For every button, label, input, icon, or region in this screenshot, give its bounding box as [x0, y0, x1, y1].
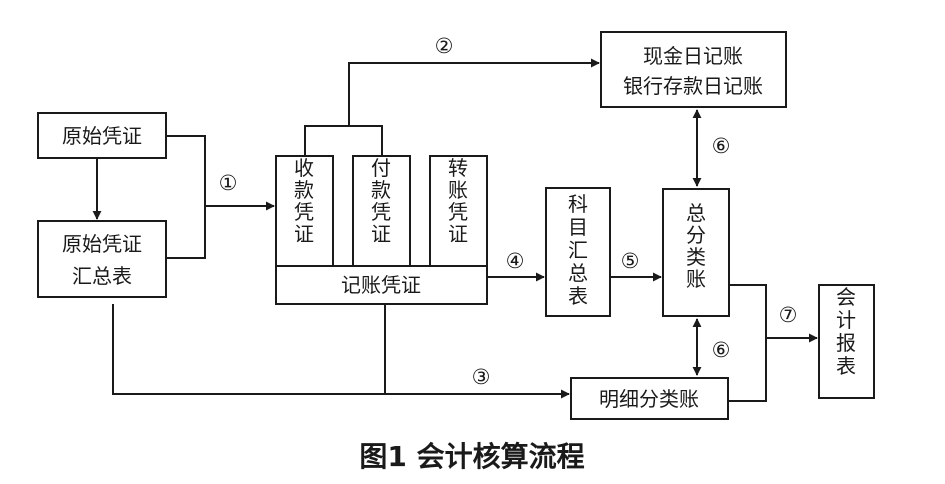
step-4-marker: ④ [506, 249, 525, 273]
original-voucher-label: 原始凭证 [62, 124, 142, 148]
original-voucher-box [37, 112, 167, 159]
figure-caption: 图1 会计核算流程 [359, 440, 584, 473]
subsidiary-ledger-label: 明细分类账 [599, 387, 699, 411]
accounting-report-box [818, 284, 875, 399]
arrow-step3 [112, 304, 570, 399]
cash-journal-label: 现金日记账 [643, 44, 743, 68]
arrow-step2 [348, 58, 600, 126]
journal-box [600, 31, 787, 108]
bracket-receipt-payment [304, 125, 383, 156]
account-summary-label: 科目汇总表 [568, 192, 588, 308]
accounting-report-label: 会计报表 [836, 285, 856, 378]
bank-journal-label: 银行存款日记账 [623, 74, 763, 98]
payment-voucher-label: 付款凭证 [371, 156, 391, 246]
transfer-voucher-label: 转账凭证 [448, 156, 468, 246]
bracket-original-docs [166, 135, 206, 259]
step-5-marker: ⑤ [621, 249, 640, 273]
step-6-marker-lower: ⑥ [712, 338, 731, 362]
receipt-voucher-label: 收款凭证 [294, 156, 314, 246]
general-ledger-box [662, 188, 730, 317]
general-ledger-label: 总分类账 [686, 201, 706, 291]
step-3-marker: ③ [472, 365, 491, 389]
original-summary-label-line2: 汇总表 [72, 264, 132, 288]
step-2-marker: ② [435, 34, 454, 58]
original-summary-label-line1: 原始凭证 [62, 232, 142, 256]
original-summary-box [37, 220, 167, 298]
step-7-marker: ⑦ [779, 303, 798, 327]
account-summary-box [545, 187, 611, 317]
subsidiary-ledger-box [570, 377, 729, 420]
payment-voucher-box [352, 155, 411, 267]
bookkeeping-voucher-box [275, 265, 488, 305]
step-1-marker: ① [219, 171, 238, 195]
bookkeeping-voucher-label: 记账凭证 [341, 273, 421, 297]
bracket-ledgers-to-report [728, 284, 767, 402]
step-6-marker-upper: ⑥ [712, 134, 731, 158]
